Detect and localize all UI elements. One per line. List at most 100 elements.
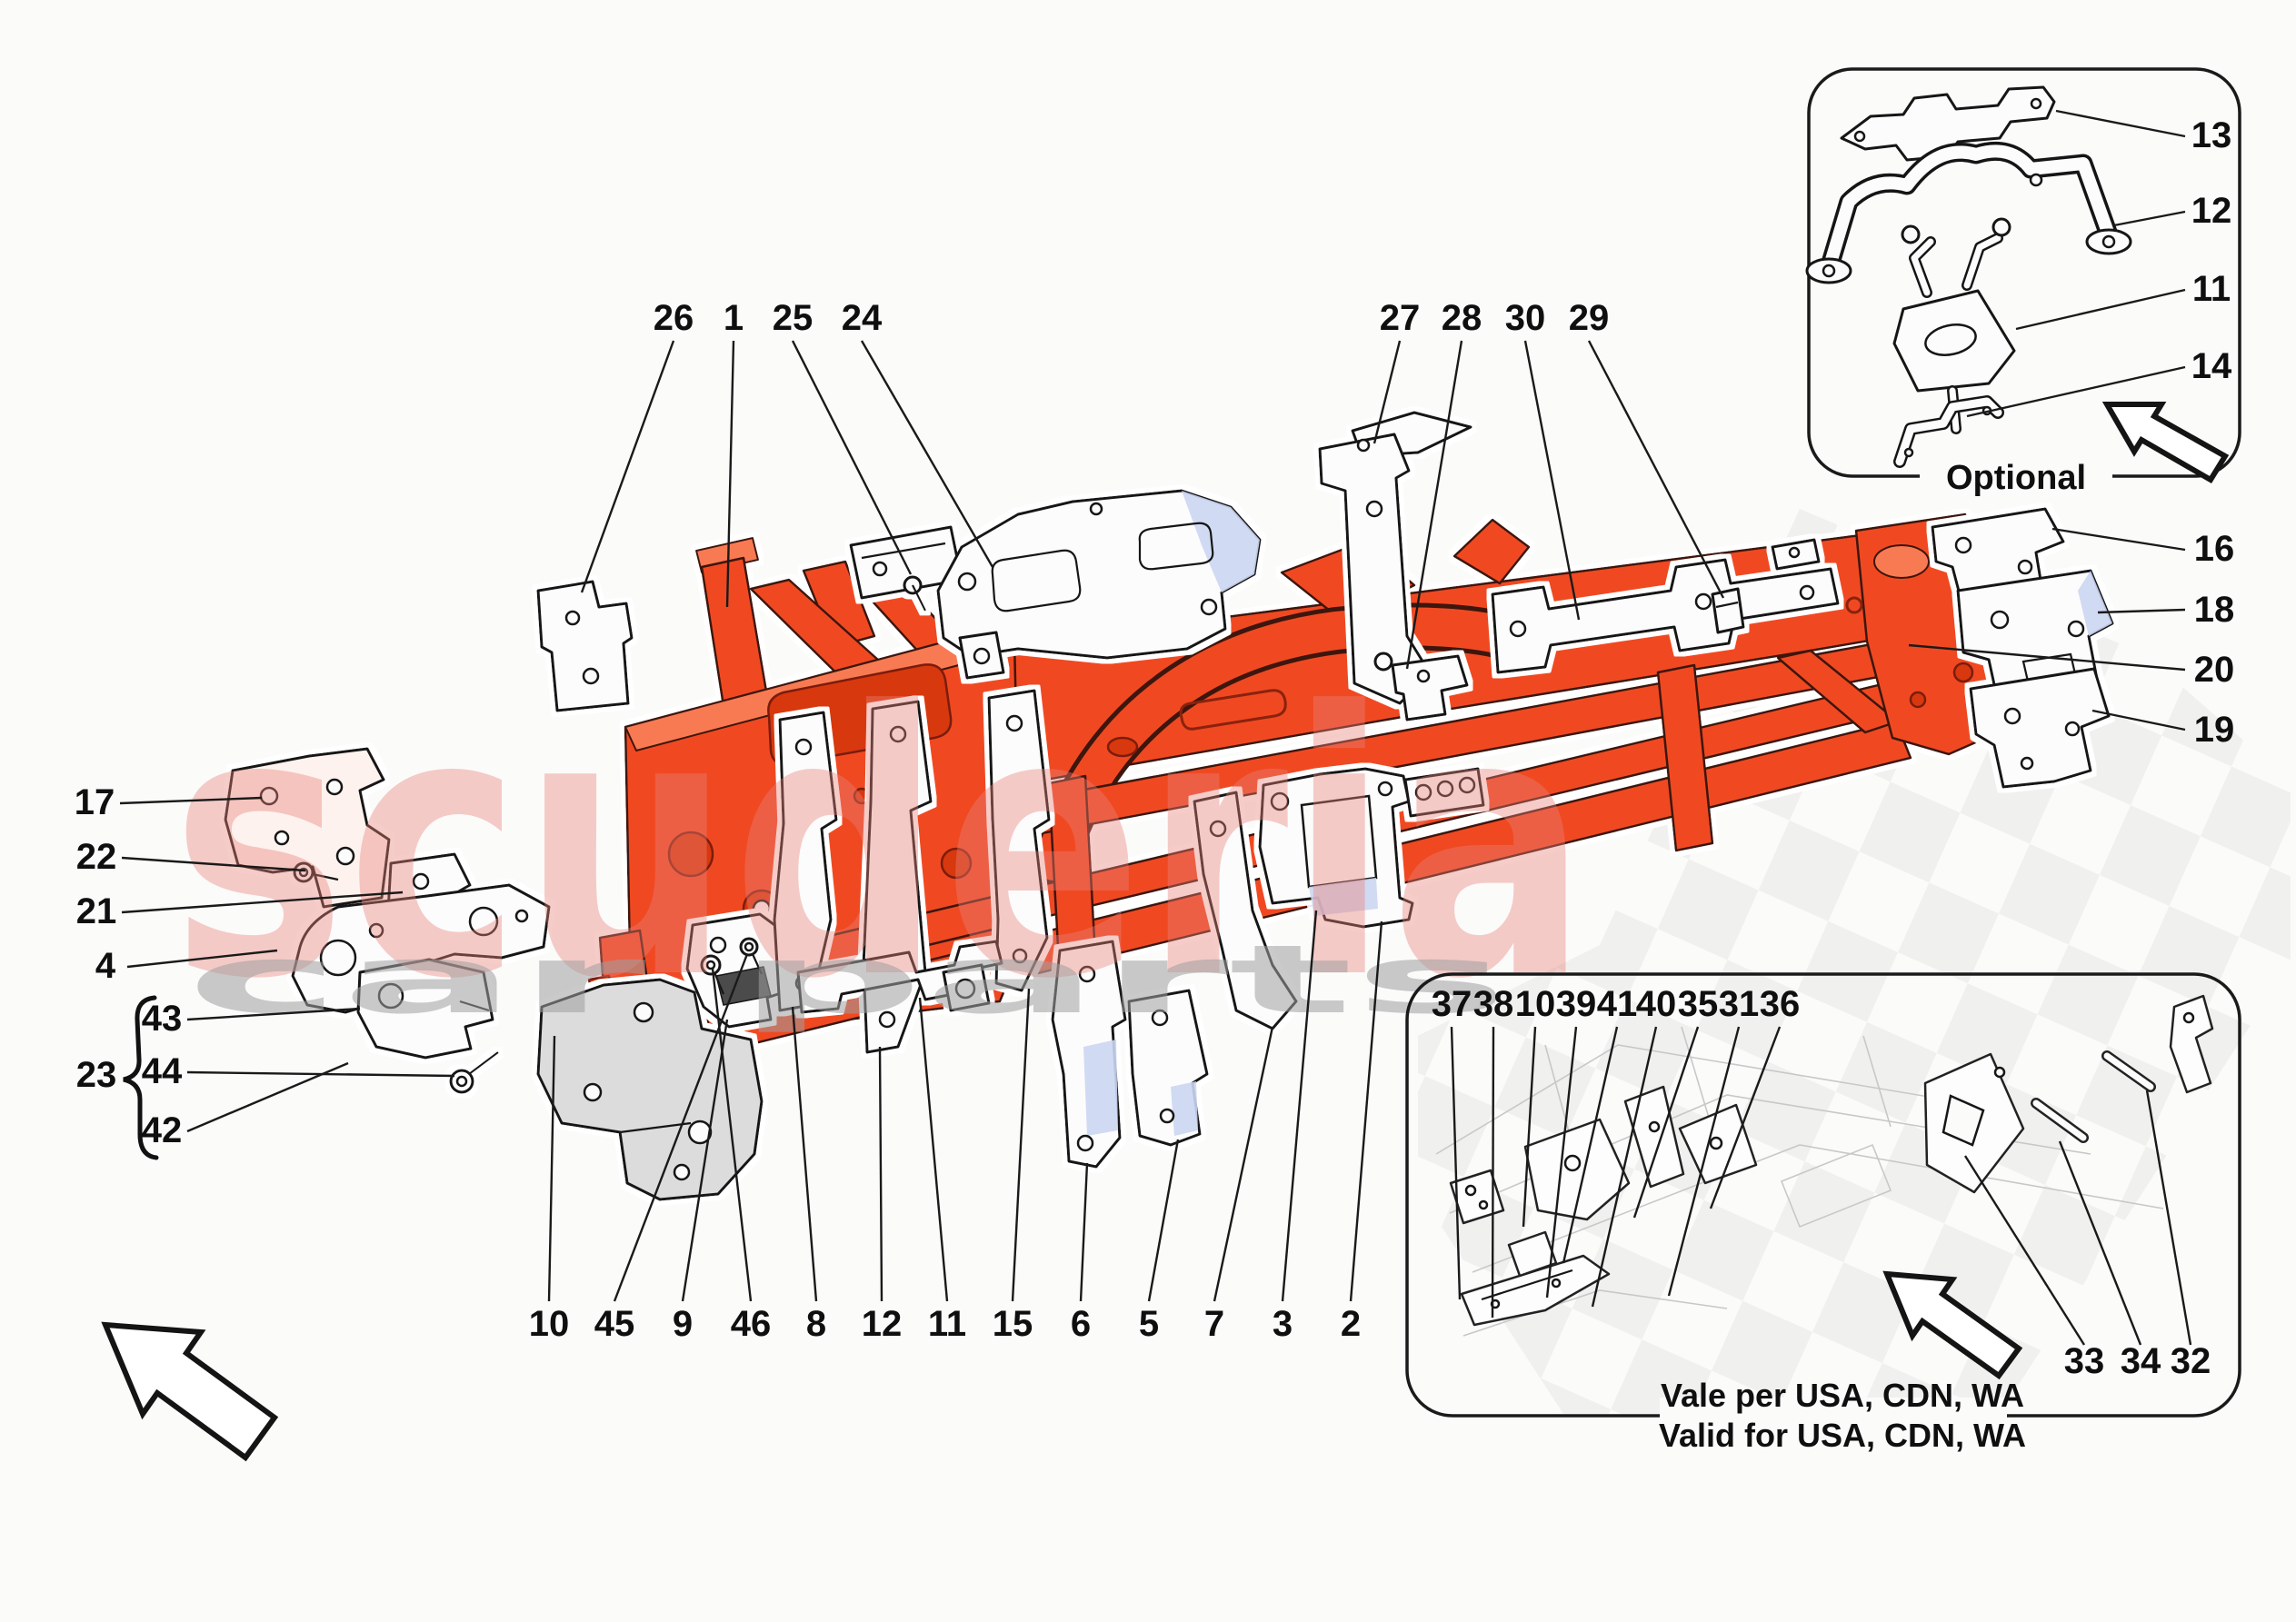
callout-23: 23 bbox=[76, 1055, 117, 1095]
callout-46: 46 bbox=[731, 1304, 772, 1344]
callout-6: 6 bbox=[1071, 1304, 1091, 1344]
callout-9: 9 bbox=[673, 1304, 693, 1344]
leader-line-11 bbox=[918, 997, 949, 1302]
leader-line-28 bbox=[1405, 340, 1463, 670]
leader-line-12 bbox=[878, 1046, 883, 1302]
callout-24: 24 bbox=[842, 298, 883, 338]
leader-line-11 bbox=[2015, 288, 2186, 331]
callout-35: 35 bbox=[1678, 984, 1719, 1024]
callout-39: 39 bbox=[1556, 984, 1597, 1024]
leader-line-41 bbox=[1562, 1026, 1619, 1264]
callout-group-brace-23 bbox=[123, 995, 159, 1160]
leader-line-10 bbox=[547, 1035, 556, 1302]
leader-line-9 bbox=[681, 1019, 729, 1302]
inset-part bbox=[1507, 1230, 1558, 1278]
leader-line-38 bbox=[1491, 1026, 1495, 1318]
callout-11: 11 bbox=[2192, 269, 2231, 309]
leader-line-1 bbox=[725, 340, 735, 608]
leader-line-16 bbox=[2051, 527, 2186, 552]
leader-line-43 bbox=[186, 1007, 361, 1021]
callout-4: 4 bbox=[95, 946, 116, 986]
callout-37: 37 bbox=[1432, 984, 1472, 1024]
callout-1: 1 bbox=[724, 298, 744, 338]
callout-41: 41 bbox=[1597, 984, 1638, 1024]
leader-line-19 bbox=[2091, 709, 2186, 731]
direction-arrow-main bbox=[101, 1321, 279, 1462]
leader-line-3 bbox=[1281, 910, 1318, 1302]
callout-34: 34 bbox=[2121, 1341, 2161, 1381]
callout-32: 32 bbox=[2171, 1341, 2211, 1381]
watermark-sub-text: car parts bbox=[186, 924, 1509, 1035]
watermark-brand-text: scuderia bbox=[171, 636, 1589, 1059]
usa-inset-box: Vale per USA, CDN, WA Valid for USA, CDN… bbox=[1405, 972, 2241, 1454]
callout-40: 40 bbox=[1636, 984, 1677, 1024]
callout-21: 21 bbox=[76, 891, 117, 931]
callout-7: 7 bbox=[1204, 1304, 1224, 1344]
leader-line-5 bbox=[1147, 1139, 1180, 1302]
leader-line-26 bbox=[580, 340, 675, 593]
callout-42: 42 bbox=[142, 1110, 183, 1150]
callout-25: 25 bbox=[773, 298, 814, 338]
callout-28: 28 bbox=[1442, 298, 1482, 338]
leader-line-7 bbox=[1213, 1026, 1274, 1302]
leader-line-4 bbox=[126, 949, 278, 969]
leader-line-31 bbox=[1667, 1026, 1741, 1297]
leader-line-42 bbox=[186, 1061, 349, 1133]
bracket-part bbox=[773, 711, 838, 1012]
optional-box: Optional bbox=[1805, 67, 2241, 497]
bracket-part bbox=[1193, 791, 1298, 1030]
callout-20: 20 bbox=[2194, 650, 2235, 690]
callout-31: 31 bbox=[1719, 984, 1760, 1024]
callout-10: 10 bbox=[1515, 984, 1556, 1024]
callout-27: 27 bbox=[1380, 298, 1421, 338]
inset-part bbox=[2169, 994, 2214, 1094]
leader-line-2 bbox=[1349, 920, 1383, 1302]
bracket-part bbox=[987, 689, 1051, 992]
leader-line-30 bbox=[1523, 340, 1581, 621]
leader-line-27 bbox=[1373, 340, 1402, 444]
watermark: scuderia car parts bbox=[171, 636, 1589, 1059]
callout-26: 26 bbox=[654, 298, 694, 338]
callout-44: 44 bbox=[142, 1051, 183, 1091]
leader-line-39 bbox=[1545, 1026, 1578, 1299]
callout-22: 22 bbox=[76, 837, 117, 877]
leader-line-36 bbox=[1709, 1026, 1782, 1209]
leader-line-12 bbox=[2113, 210, 2186, 227]
leader-line-21 bbox=[121, 891, 404, 914]
direction-arrow-inset bbox=[1882, 1270, 2023, 1380]
inset-note-line2: Valid for USA, CDN, WA bbox=[1659, 1417, 2026, 1454]
optional-box-title: Optional bbox=[1946, 459, 2086, 497]
leader-line-34 bbox=[2058, 1140, 2142, 1346]
callout-19: 19 bbox=[2194, 710, 2235, 750]
leader-line-29 bbox=[1587, 340, 1725, 599]
leader-line-32 bbox=[2145, 1090, 2192, 1346]
inset-part bbox=[1449, 1169, 1505, 1225]
bracket-part bbox=[1711, 587, 1745, 634]
inset-note-line1: Vale per USA, CDN, WA bbox=[1661, 1377, 2024, 1414]
callout-17: 17 bbox=[75, 782, 115, 822]
callout-5: 5 bbox=[1139, 1304, 1159, 1344]
optional-part bbox=[1840, 85, 2056, 162]
callout-30: 30 bbox=[1505, 298, 1546, 338]
callout-12: 12 bbox=[862, 1304, 903, 1344]
callout-16: 16 bbox=[2194, 529, 2235, 569]
callout-2: 2 bbox=[1341, 1304, 1361, 1344]
callout-15: 15 bbox=[993, 1304, 1033, 1344]
leader-line-15 bbox=[1011, 988, 1031, 1302]
leader-line-10 bbox=[1522, 1026, 1537, 1228]
leader-line-22 bbox=[121, 856, 306, 872]
leader-line-24 bbox=[860, 340, 994, 568]
callout-12: 12 bbox=[2191, 191, 2232, 231]
direction-arrow-optional bbox=[2101, 402, 2230, 484]
leader-line-35 bbox=[1632, 1026, 1700, 1219]
leader-line-17 bbox=[119, 796, 263, 805]
leader-line-20 bbox=[1908, 643, 2186, 672]
leader-line-40 bbox=[1591, 1026, 1658, 1308]
callout-29: 29 bbox=[1569, 298, 1610, 338]
leader-line-33 bbox=[1963, 1155, 2086, 1346]
leader-line-25 bbox=[791, 340, 913, 575]
callout-36: 36 bbox=[1760, 984, 1801, 1024]
